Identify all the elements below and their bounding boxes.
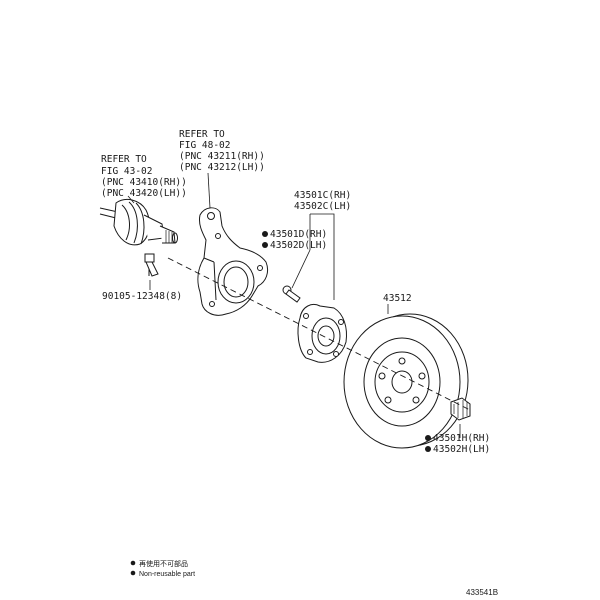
nut-lh: 43502H(LH)	[433, 444, 490, 455]
legend: 再使用不可部品 Non-reusable part	[130, 559, 195, 578]
refer-knuckle-line-2: FIG 48-02	[179, 140, 230, 151]
legend-bullet	[130, 560, 136, 566]
refer-knuckle-line-1: REFER TO	[179, 129, 225, 140]
hub-bearing	[297, 304, 347, 363]
hub-bolt-lh: 43502D(LH)	[270, 240, 327, 251]
refer-axle-line-4: (PNC 43420(LH))	[101, 188, 187, 199]
nut-rh: 43501H(RH)	[433, 433, 490, 444]
hub-assy-lh: 43502C(LH)	[294, 201, 351, 212]
leader-lines	[127, 172, 461, 438]
hub-nut	[450, 397, 471, 421]
label-hub-bolt: 43501D(RH) 43502D(LH)	[262, 229, 327, 251]
brake-disc	[343, 313, 469, 449]
non-reusable-marker	[262, 231, 268, 237]
refer-axle-line-2: FIG 43-02	[101, 166, 152, 177]
non-reusable-marker	[425, 435, 431, 441]
drive-shaft	[99, 199, 178, 246]
refer-knuckle-line-3: (PNC 43211(RH))	[179, 151, 265, 162]
non-reusable-marker	[425, 446, 431, 452]
refer-knuckle-line-4: (PNC 43212(LH))	[179, 162, 265, 173]
hub-bolt	[282, 285, 301, 303]
legend-bullet	[130, 570, 136, 576]
label-bolt: 90105-12348(8)	[102, 291, 182, 302]
non-reusable-marker	[262, 242, 268, 248]
refer-axle-line-3: (PNC 43410(RH))	[101, 177, 187, 188]
figure-code: 433541B	[466, 588, 498, 597]
label-refer-axle: REFER TO FIG 43-02 (PNC 43410(RH)) (PNC …	[101, 154, 187, 199]
knuckle-bolt	[144, 253, 159, 277]
label-refer-knuckle: REFER TO FIG 48-02 (PNC 43211(RH)) (PNC …	[179, 129, 265, 173]
legend-line-1: 再使用不可部品	[139, 559, 188, 568]
hub-bolt-rh: 43501D(RH)	[270, 229, 327, 240]
hub-assy-rh: 43501C(RH)	[294, 190, 351, 201]
label-hub-assy: 43501C(RH) 43502C(LH)	[294, 190, 351, 212]
refer-axle-line-1: REFER TO	[101, 154, 147, 165]
axis-line	[167, 257, 471, 411]
label-disc: 43512	[383, 293, 412, 304]
label-nut: 43501H(RH) 43502H(LH)	[425, 433, 490, 455]
legend-line-2: Non-reusable part	[139, 571, 195, 578]
steering-knuckle	[197, 207, 269, 316]
